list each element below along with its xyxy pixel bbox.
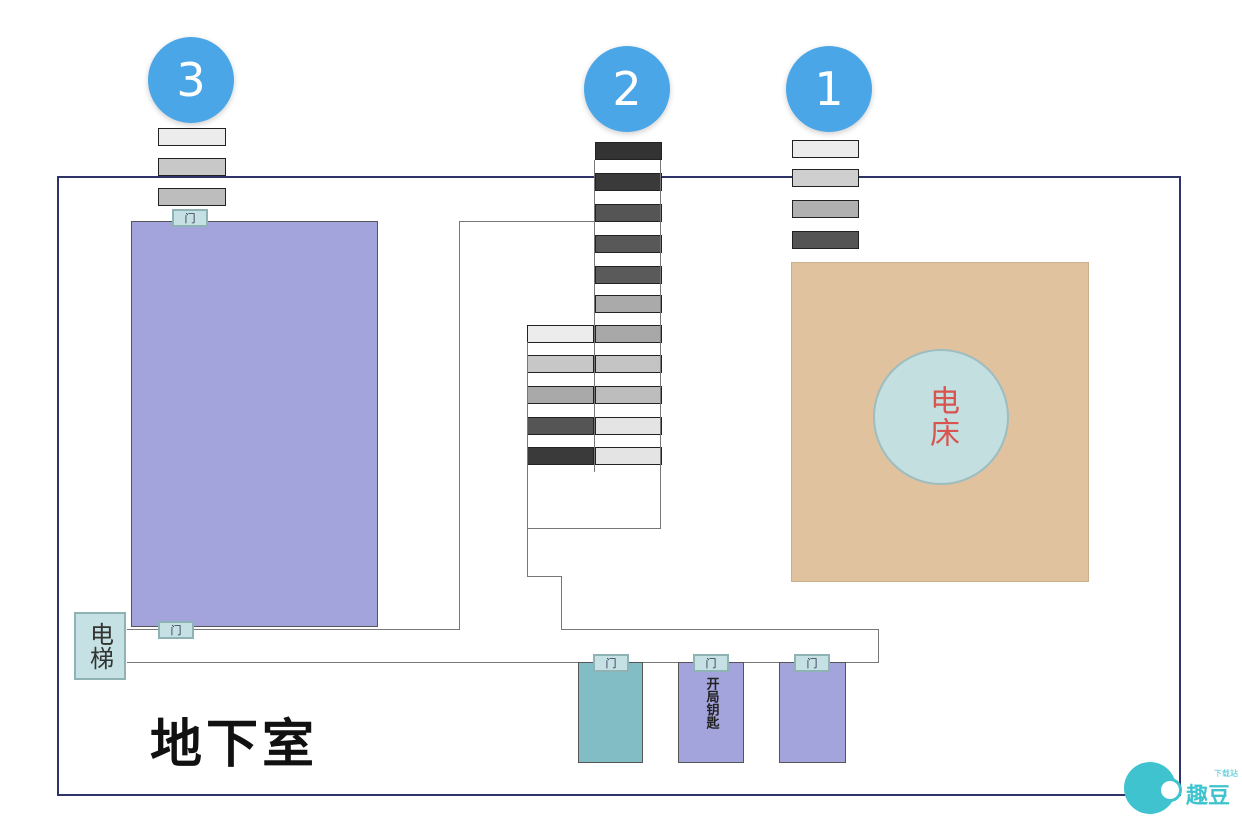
step bbox=[527, 417, 594, 435]
step bbox=[158, 158, 226, 176]
step bbox=[527, 386, 594, 404]
corridor-wall bbox=[527, 576, 561, 577]
badge-1: 1 bbox=[786, 46, 872, 132]
corridor-wall bbox=[594, 160, 595, 472]
step bbox=[527, 355, 594, 373]
brand-logo-icon bbox=[1158, 778, 1182, 802]
basement-label: 地下室 bbox=[150, 714, 319, 775]
badge-2: 2 bbox=[584, 46, 670, 132]
step bbox=[527, 325, 594, 343]
step bbox=[595, 355, 662, 373]
step bbox=[595, 325, 662, 343]
door-room-key[interactable]: 门 bbox=[693, 654, 729, 672]
step bbox=[158, 128, 226, 146]
badge-3: 3 bbox=[148, 37, 234, 123]
step bbox=[595, 447, 662, 465]
step bbox=[158, 188, 226, 206]
step bbox=[595, 173, 662, 191]
step bbox=[595, 386, 662, 404]
corridor-wall bbox=[660, 160, 661, 528]
step bbox=[595, 417, 662, 435]
room-purple-small bbox=[779, 662, 846, 763]
elevator-label: 电梯 bbox=[85, 622, 114, 670]
door-room-purple-small[interactable]: 门 bbox=[794, 654, 830, 672]
step bbox=[595, 266, 662, 284]
corridor-wall bbox=[459, 221, 460, 630]
step bbox=[792, 200, 859, 218]
key-room-label: 开局钥匙 bbox=[703, 677, 719, 729]
corridor-wall bbox=[459, 221, 595, 222]
step bbox=[792, 140, 859, 158]
electric-bed[interactable]: 电床 bbox=[873, 349, 1009, 485]
electric-bed-label: 电床 bbox=[924, 385, 959, 449]
door-room-3-top[interactable]: 门 bbox=[172, 209, 208, 227]
step bbox=[792, 169, 859, 187]
door-room-3-bottom[interactable]: 门 bbox=[158, 621, 194, 639]
step bbox=[595, 235, 662, 253]
brand-name: 趣豆 bbox=[1186, 784, 1231, 809]
step bbox=[595, 295, 662, 313]
corridor-wall bbox=[878, 629, 879, 662]
room-key: 开局钥匙 bbox=[678, 662, 744, 763]
corridor-wall bbox=[561, 576, 562, 629]
corridor-wall bbox=[127, 662, 879, 663]
step bbox=[527, 447, 594, 465]
room-teal bbox=[578, 662, 643, 763]
corridor-wall bbox=[527, 528, 661, 529]
corridor-wall bbox=[527, 342, 528, 576]
step bbox=[595, 142, 662, 160]
room-3 bbox=[131, 221, 378, 627]
door-room-teal[interactable]: 门 bbox=[593, 654, 629, 672]
corridor-wall bbox=[127, 629, 460, 630]
step bbox=[595, 204, 662, 222]
brand-tag: 下载站 bbox=[1214, 769, 1238, 778]
corridor-wall bbox=[561, 629, 879, 630]
elevator[interactable]: 电梯 bbox=[74, 612, 126, 680]
step bbox=[792, 231, 859, 249]
